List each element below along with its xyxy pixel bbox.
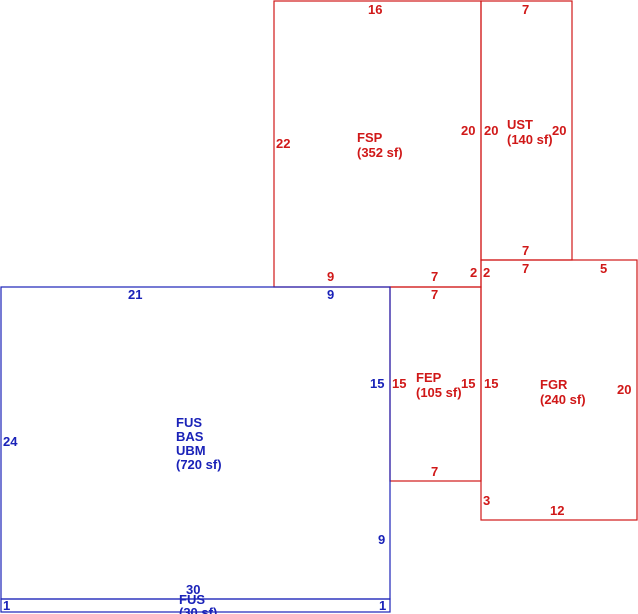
fep-code: FEP	[416, 370, 442, 385]
fsp-bottom-dim-b: 7	[431, 269, 438, 284]
ust-area: (140 sf)	[507, 132, 553, 147]
fep-area: (105 sf)	[416, 385, 462, 400]
main-top-dim-a: 21	[128, 287, 142, 302]
main-right-dim-a: 15	[370, 376, 384, 391]
fsp-code: FSP	[357, 130, 383, 145]
strip-area: (30 sf)	[179, 605, 217, 614]
fep-top-dim: 7	[431, 287, 438, 302]
fep-left-dim: 15	[392, 376, 406, 391]
fgr-right-dim: 20	[617, 382, 631, 397]
fsp-bottom-dim-c: 2	[470, 265, 477, 280]
main-area: (720 sf)	[176, 457, 222, 472]
main-code-2: BAS	[176, 429, 204, 444]
fsp-top-dim: 16	[368, 2, 382, 17]
strip-outline	[0, 598, 391, 613]
fgr-top-dim-a: 2	[483, 265, 490, 280]
fsp-right-dim: 20	[461, 123, 475, 138]
ust-top-dim: 7	[522, 2, 529, 17]
fgr-area: (240 sf)	[540, 392, 586, 407]
strip-right-dim: 1	[379, 598, 386, 613]
fgr-bottom-dim: 12	[550, 503, 564, 518]
fgr-code: FGR	[540, 377, 568, 392]
fsp-area: (352 sf)	[357, 145, 403, 160]
main-left-dim: 24	[3, 434, 18, 449]
strip-code: FUS	[179, 592, 205, 607]
fgr-top-dim-c: 5	[600, 261, 607, 276]
fgr-left-dim: 15	[484, 376, 498, 391]
ust-bottom-dim: 7	[522, 243, 529, 258]
main-right-dim-b: 9	[378, 532, 385, 547]
fgr-left-low-dim: 3	[483, 493, 490, 508]
strip-top-dim: 30	[186, 582, 200, 597]
main-code-3: UBM	[176, 443, 206, 458]
strip-left-dim: 1	[3, 598, 10, 613]
ust-left-dim: 20	[484, 123, 498, 138]
fep-bottom-dim: 7	[431, 464, 438, 479]
fsp-left-dim: 22	[276, 136, 290, 151]
fgr-top-dim-b: 7	[522, 261, 529, 276]
main-top-dim-b: 9	[327, 287, 334, 302]
main-code-1: FUS	[176, 415, 202, 430]
ust-right-dim: 20	[552, 123, 566, 138]
fsp-bottom-dim-a: 9	[327, 269, 334, 284]
fep-right-dim: 15	[461, 376, 475, 391]
ust-code: UST	[507, 117, 533, 132]
